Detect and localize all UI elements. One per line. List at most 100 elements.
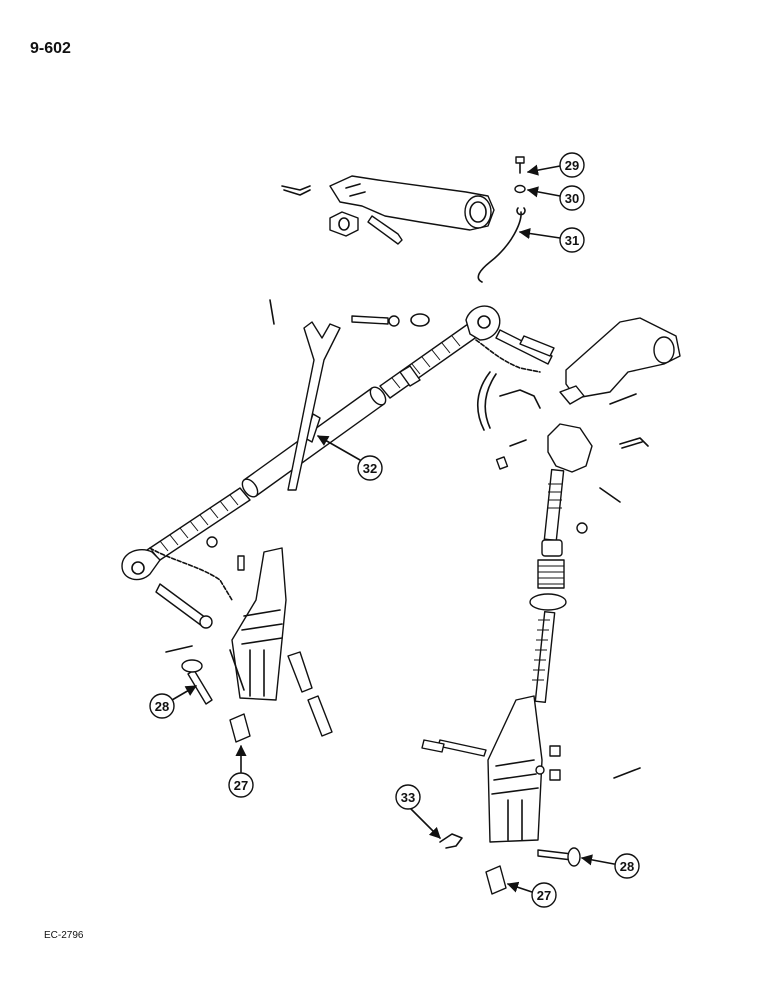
top-link-left-eye-hole bbox=[131, 561, 145, 575]
upper-lift-arm-group bbox=[281, 156, 526, 283]
top-hitch-pins bbox=[269, 299, 430, 491]
left-small-nut bbox=[206, 536, 218, 548]
page-number: 9-602 bbox=[30, 40, 71, 57]
left-hitch-pin-head bbox=[199, 615, 213, 629]
right-lift-rod-top-fork bbox=[547, 423, 593, 473]
right-nut-1 bbox=[549, 745, 561, 757]
upper-clevis-pin bbox=[367, 215, 403, 245]
left-clamp-bolt-2 bbox=[307, 695, 333, 737]
callout-29-top: 29 bbox=[526, 152, 585, 178]
callout-28-left-label: 28 bbox=[155, 699, 169, 714]
right-lower-thread-lines bbox=[532, 619, 550, 681]
right-lift-arm-bore bbox=[653, 336, 675, 364]
top-link-tube-start bbox=[241, 478, 259, 498]
top-link-left-eye bbox=[121, 548, 161, 581]
callout-32-link-label: 32 bbox=[363, 461, 377, 476]
right-housing-slot bbox=[507, 799, 523, 841]
bent-rod bbox=[499, 389, 541, 409]
pivot-pin bbox=[509, 439, 527, 447]
callout-28-right-label: 28 bbox=[620, 859, 634, 874]
stabilizer-fork bbox=[287, 321, 341, 491]
callout-29-top-label: 29 bbox=[565, 158, 579, 173]
right-spacer-27 bbox=[485, 865, 507, 895]
lift-arm-yoke-detail bbox=[345, 183, 366, 197]
callout-33-right-label: 33 bbox=[401, 790, 415, 805]
callout-27-right-label: 27 bbox=[537, 888, 551, 903]
right-spline-shaft bbox=[543, 468, 565, 542]
left-pin-28 bbox=[187, 669, 213, 705]
right-small-pin bbox=[609, 393, 637, 405]
spline-lines bbox=[548, 483, 562, 509]
top-link-left-thread-lines bbox=[149, 494, 239, 559]
top-link-right-eye-hole bbox=[477, 315, 491, 329]
linch-pin-ring bbox=[410, 313, 430, 327]
top-link-right-eye bbox=[465, 305, 501, 341]
lift-arm-bore bbox=[464, 195, 492, 229]
callout-27-left-label: 27 bbox=[234, 778, 248, 793]
top-link-tube-end bbox=[369, 386, 387, 406]
curved-stay-hook bbox=[476, 371, 497, 431]
bolt-29-head bbox=[515, 156, 525, 164]
small-roll-pin bbox=[269, 299, 275, 325]
callout-30-top: 30 bbox=[526, 185, 585, 211]
right-lower-thread bbox=[534, 611, 556, 703]
right-lift-rod-assembly bbox=[421, 423, 641, 895]
left-chain bbox=[149, 547, 233, 601]
left-spacer-27 bbox=[229, 713, 251, 743]
left-lift-rod-housing bbox=[231, 547, 287, 701]
right-long-bolt-2 bbox=[421, 739, 445, 753]
upper-lift-arm bbox=[329, 175, 495, 231]
right-bushing bbox=[559, 385, 585, 405]
callout-32-link: 32 bbox=[317, 435, 383, 481]
upper-bushing bbox=[329, 211, 359, 237]
lift-rod-spring bbox=[537, 559, 565, 589]
right-lift-arm-group bbox=[476, 317, 681, 503]
left-hitch-pin bbox=[155, 583, 207, 627]
right-small-nut bbox=[576, 522, 588, 534]
left-roll-pin bbox=[165, 645, 193, 653]
top-link-chain bbox=[475, 339, 541, 373]
left-lift-rod-assembly bbox=[155, 536, 333, 743]
callout-33-right: 33 bbox=[395, 784, 441, 839]
left-housing-ribs bbox=[241, 609, 283, 645]
figure-code: EC-2796 bbox=[44, 930, 84, 941]
left-pin-28-head bbox=[181, 659, 203, 673]
right-cotter-pin bbox=[619, 437, 649, 449]
top-hitch-pin bbox=[351, 315, 389, 325]
right-nut-2 bbox=[549, 769, 561, 781]
left-clamp-bolt bbox=[287, 651, 313, 693]
washer-30 bbox=[514, 184, 526, 194]
lift-rod-washer bbox=[529, 593, 567, 611]
right-pin-28-head bbox=[567, 847, 581, 867]
left-grease-nipple bbox=[237, 555, 245, 571]
retainer-wire-31 bbox=[477, 207, 526, 283]
spring-collar bbox=[541, 539, 563, 557]
lift-arm-bore-inner bbox=[469, 201, 487, 223]
callout-30-top-label: 30 bbox=[565, 191, 579, 206]
lift-rod-spring-coils bbox=[538, 565, 564, 585]
upper-cotter-pin bbox=[281, 185, 311, 196]
callout-27-right: 27 bbox=[506, 881, 557, 908]
right-long-bolt bbox=[437, 739, 487, 757]
callout-27-left: 27 bbox=[228, 744, 254, 798]
right-washer-small bbox=[535, 765, 545, 775]
right-housing-ribs bbox=[491, 759, 539, 795]
callout-31-top-label: 31 bbox=[565, 233, 579, 248]
right-lower-roll-pin bbox=[613, 767, 641, 779]
right-pin-28 bbox=[537, 849, 573, 861]
right-roll-pin bbox=[599, 487, 621, 503]
top-hitch-pin-head bbox=[388, 315, 400, 327]
grease-nipple-top bbox=[495, 456, 509, 470]
top-link-right-thread bbox=[379, 323, 479, 399]
callout-28-left: 28 bbox=[149, 685, 197, 719]
spring-clip-33 bbox=[439, 833, 463, 849]
right-hitch-pin-2 bbox=[519, 335, 555, 357]
right-lower-housing bbox=[487, 695, 543, 843]
left-housing-edge bbox=[229, 649, 245, 691]
top-link-assembly-32 bbox=[121, 305, 541, 601]
upper-bushing-hole bbox=[338, 217, 350, 231]
left-housing-slot bbox=[249, 649, 265, 697]
callout-28-right: 28 bbox=[580, 853, 640, 879]
